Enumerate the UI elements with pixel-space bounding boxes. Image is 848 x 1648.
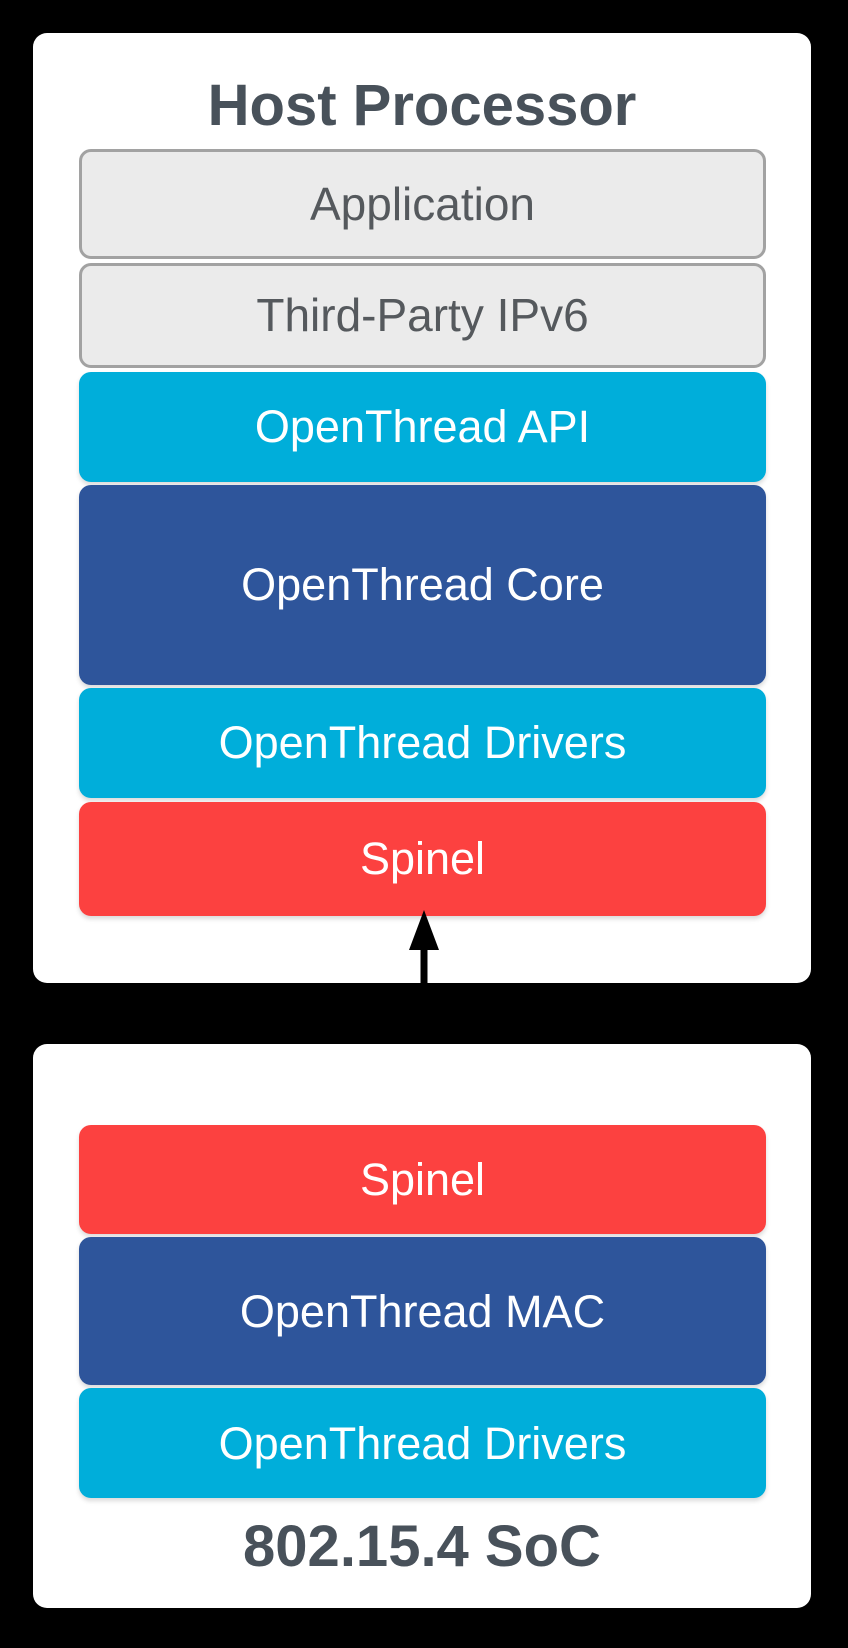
layer-spinel-host: Spinel <box>79 801 766 916</box>
layer-openthread-drivers-soc-label: OpenThread Drivers <box>218 1417 627 1469</box>
layer-openthread-drivers-host-label: OpenThread Drivers <box>218 717 627 769</box>
layer-spinel-soc: Spinel <box>79 1125 766 1234</box>
layer-openthread-core-label: OpenThread Core <box>241 559 604 611</box>
soc-layer-stack: Spinel OpenThread MAC OpenThread Drivers <box>79 1044 766 1498</box>
host-processor-panel: Host Processor Application Third-Party I… <box>33 33 811 983</box>
soc-title: 802.15.4 SoC <box>243 1514 601 1579</box>
layer-openthread-api: OpenThread API <box>79 371 766 482</box>
layer-openthread-core: OpenThread Core <box>79 484 766 685</box>
layer-spinel-soc-label: Spinel <box>359 1154 486 1205</box>
layer-application: Application <box>79 148 766 259</box>
layer-spinel-host-label: Spinel <box>359 833 486 885</box>
soc-panel: Spinel OpenThread MAC OpenThread Drivers… <box>33 1044 811 1608</box>
layer-openthread-drivers-soc: OpenThread Drivers <box>79 1388 766 1498</box>
layer-openthread-mac: OpenThread MAC <box>79 1237 766 1385</box>
host-processor-title: Host Processor <box>207 73 637 138</box>
layer-openthread-mac-label: OpenThread MAC <box>239 1285 606 1337</box>
layer-openthread-api-label: OpenThread API <box>254 401 591 453</box>
layer-openthread-drivers-host: OpenThread Drivers <box>79 687 766 798</box>
layer-third-party-ipv6: Third-Party IPv6 <box>79 262 766 368</box>
layer-third-party-ipv6-label: Third-Party IPv6 <box>256 289 589 342</box>
host-layer-stack: Application Third-Party IPv6 OpenThread … <box>79 148 766 916</box>
layer-application-label: Application <box>309 177 536 230</box>
